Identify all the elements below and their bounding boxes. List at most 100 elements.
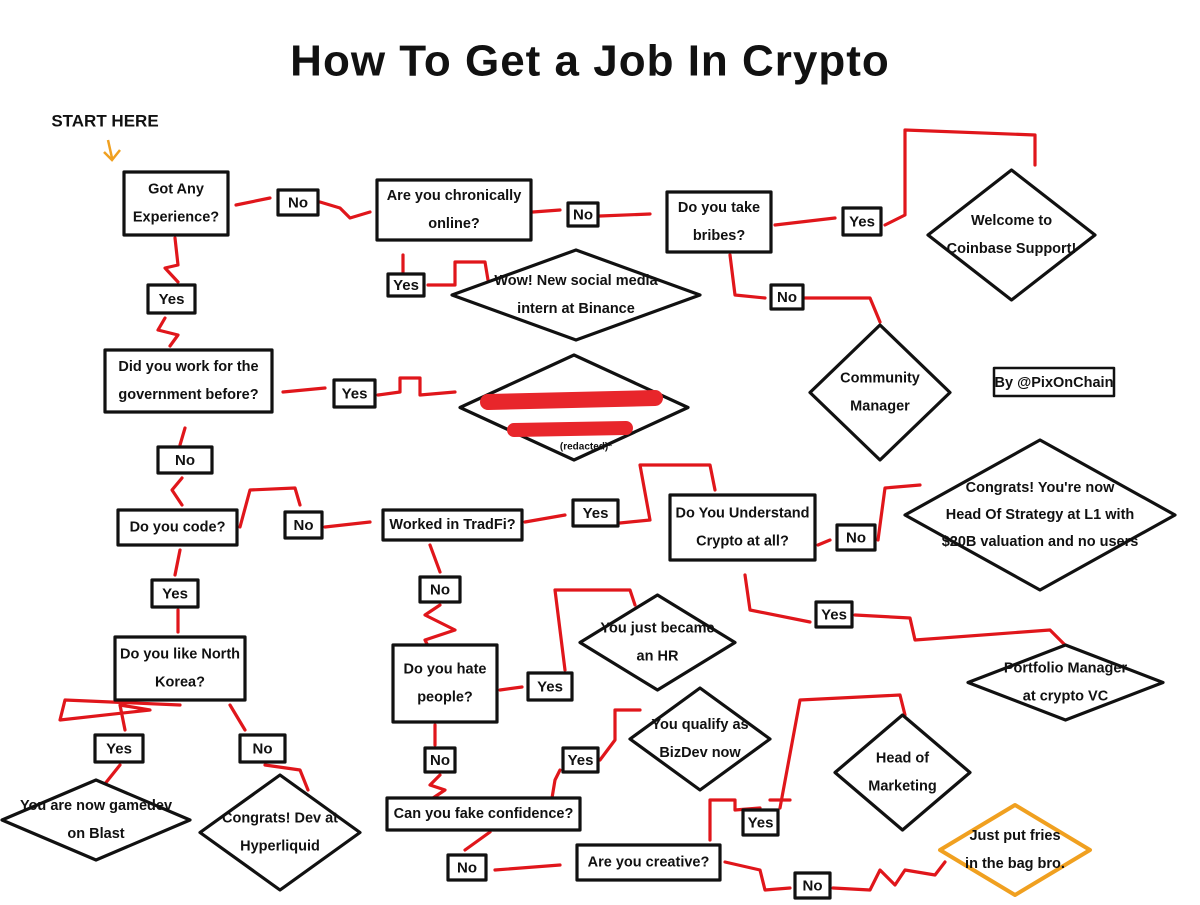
box-shape (665, 190, 773, 254)
answer-yes: Yes (332, 378, 377, 409)
node-text: Do you code? (130, 519, 226, 535)
node-q-tradfi: Worked in TradFi? (381, 508, 524, 542)
node-r-coinbase: Welcome to Coinbase Support! (926, 168, 1097, 302)
flow-arrow (831, 860, 947, 892)
answer-text: Yes (393, 277, 419, 294)
diamond-shape (578, 593, 737, 692)
node-q-code: Do you code? (116, 508, 239, 547)
answer-box (423, 746, 457, 774)
diamond-shape (833, 713, 972, 832)
answer-yes: Yes (571, 498, 620, 528)
answer-no: No (446, 853, 488, 882)
answer-no: No (835, 523, 877, 552)
node-text: Welcome to (971, 213, 1052, 229)
flow-arrow (883, 128, 1037, 227)
answer-text: Yes (849, 213, 875, 230)
answer-text: Yes (159, 291, 185, 308)
answer-text: Yes (568, 752, 594, 769)
flow-arrow (773, 216, 837, 227)
answer-yes: Yes (526, 671, 574, 702)
answer-box (814, 600, 854, 629)
flow-arrow (238, 486, 302, 529)
answer-box (93, 733, 145, 764)
node-text: Congrats! You're now (966, 480, 1115, 496)
node-text: Wow! New social media (494, 273, 658, 289)
flow-arrow (816, 538, 832, 547)
flow-arrow (553, 588, 637, 672)
answer-text: No (294, 517, 314, 534)
node-text: Crypto at all? (696, 533, 789, 549)
node-text: Coinbase Support! (947, 241, 1077, 257)
flow-arrow (426, 260, 490, 287)
answer-text: No (846, 529, 866, 546)
box-shape (116, 508, 239, 547)
node-text: in the bag bro. (965, 856, 1065, 872)
node-text: Manager (850, 398, 910, 414)
answer-no: No (769, 283, 805, 311)
start-arrow (103, 139, 121, 162)
answer-yes: Yes (150, 578, 200, 609)
answer-text: Yes (583, 505, 609, 522)
node-text: Are you chronically (387, 188, 522, 204)
node-text: Korea? (155, 674, 205, 690)
flow-arrow (523, 513, 567, 524)
answer-text: Yes (342, 385, 368, 402)
node-text: intern at Binance (517, 301, 635, 317)
node-text: You qualify as (651, 717, 748, 733)
answer-box (741, 808, 780, 837)
answer-text: Yes (106, 740, 132, 757)
credit-text: By @PixOnChain (995, 375, 1114, 391)
flow-arrow (423, 603, 457, 652)
flow-arrow (803, 296, 882, 324)
answer-box (156, 445, 214, 475)
flow-arrow (723, 860, 792, 892)
answer-box (841, 206, 883, 237)
flow-arrow (234, 196, 272, 207)
flow-arrow (281, 386, 327, 394)
box-shape (375, 178, 533, 242)
node-text: Do you take (678, 200, 760, 216)
answer-yes: Yes (814, 600, 854, 629)
box-shape (385, 796, 582, 832)
node-text: BizDev now (659, 745, 741, 761)
answer-box (283, 510, 324, 540)
flow-arrow (778, 693, 907, 810)
node-text: Portfolio Manager (1004, 660, 1128, 676)
node-text: Do You Understand (676, 505, 810, 521)
answer-text: Yes (821, 606, 847, 623)
answer-box (561, 746, 600, 774)
answer-yes: Yes (93, 733, 145, 764)
node-text: an HR (637, 648, 679, 664)
answer-text: Yes (537, 678, 563, 695)
node-text: (redacted)* (560, 442, 612, 453)
flow-arrow (163, 236, 180, 284)
node-q-creative: Are you creative? (575, 843, 722, 882)
answer-yes: Yes (841, 206, 883, 237)
node-text: on Blast (67, 826, 124, 842)
node-text: Got Any (148, 181, 204, 197)
flow-arrow (598, 212, 652, 218)
box-shape (381, 508, 524, 542)
node-text: Did you work for the (118, 359, 258, 375)
answer-no: No (418, 575, 462, 604)
flow-arrow (263, 763, 310, 792)
box-shape (668, 493, 817, 562)
flow-arrow (743, 573, 812, 624)
answer-box (332, 378, 377, 409)
start-label: START HERE (51, 111, 158, 130)
flow-arrow (428, 543, 442, 574)
answer-box (835, 523, 877, 552)
node-q-fake: Can you fake confidence? (385, 796, 582, 832)
answer-box (769, 283, 805, 311)
flow-arrow (178, 426, 187, 447)
answer-text: No (573, 206, 593, 223)
